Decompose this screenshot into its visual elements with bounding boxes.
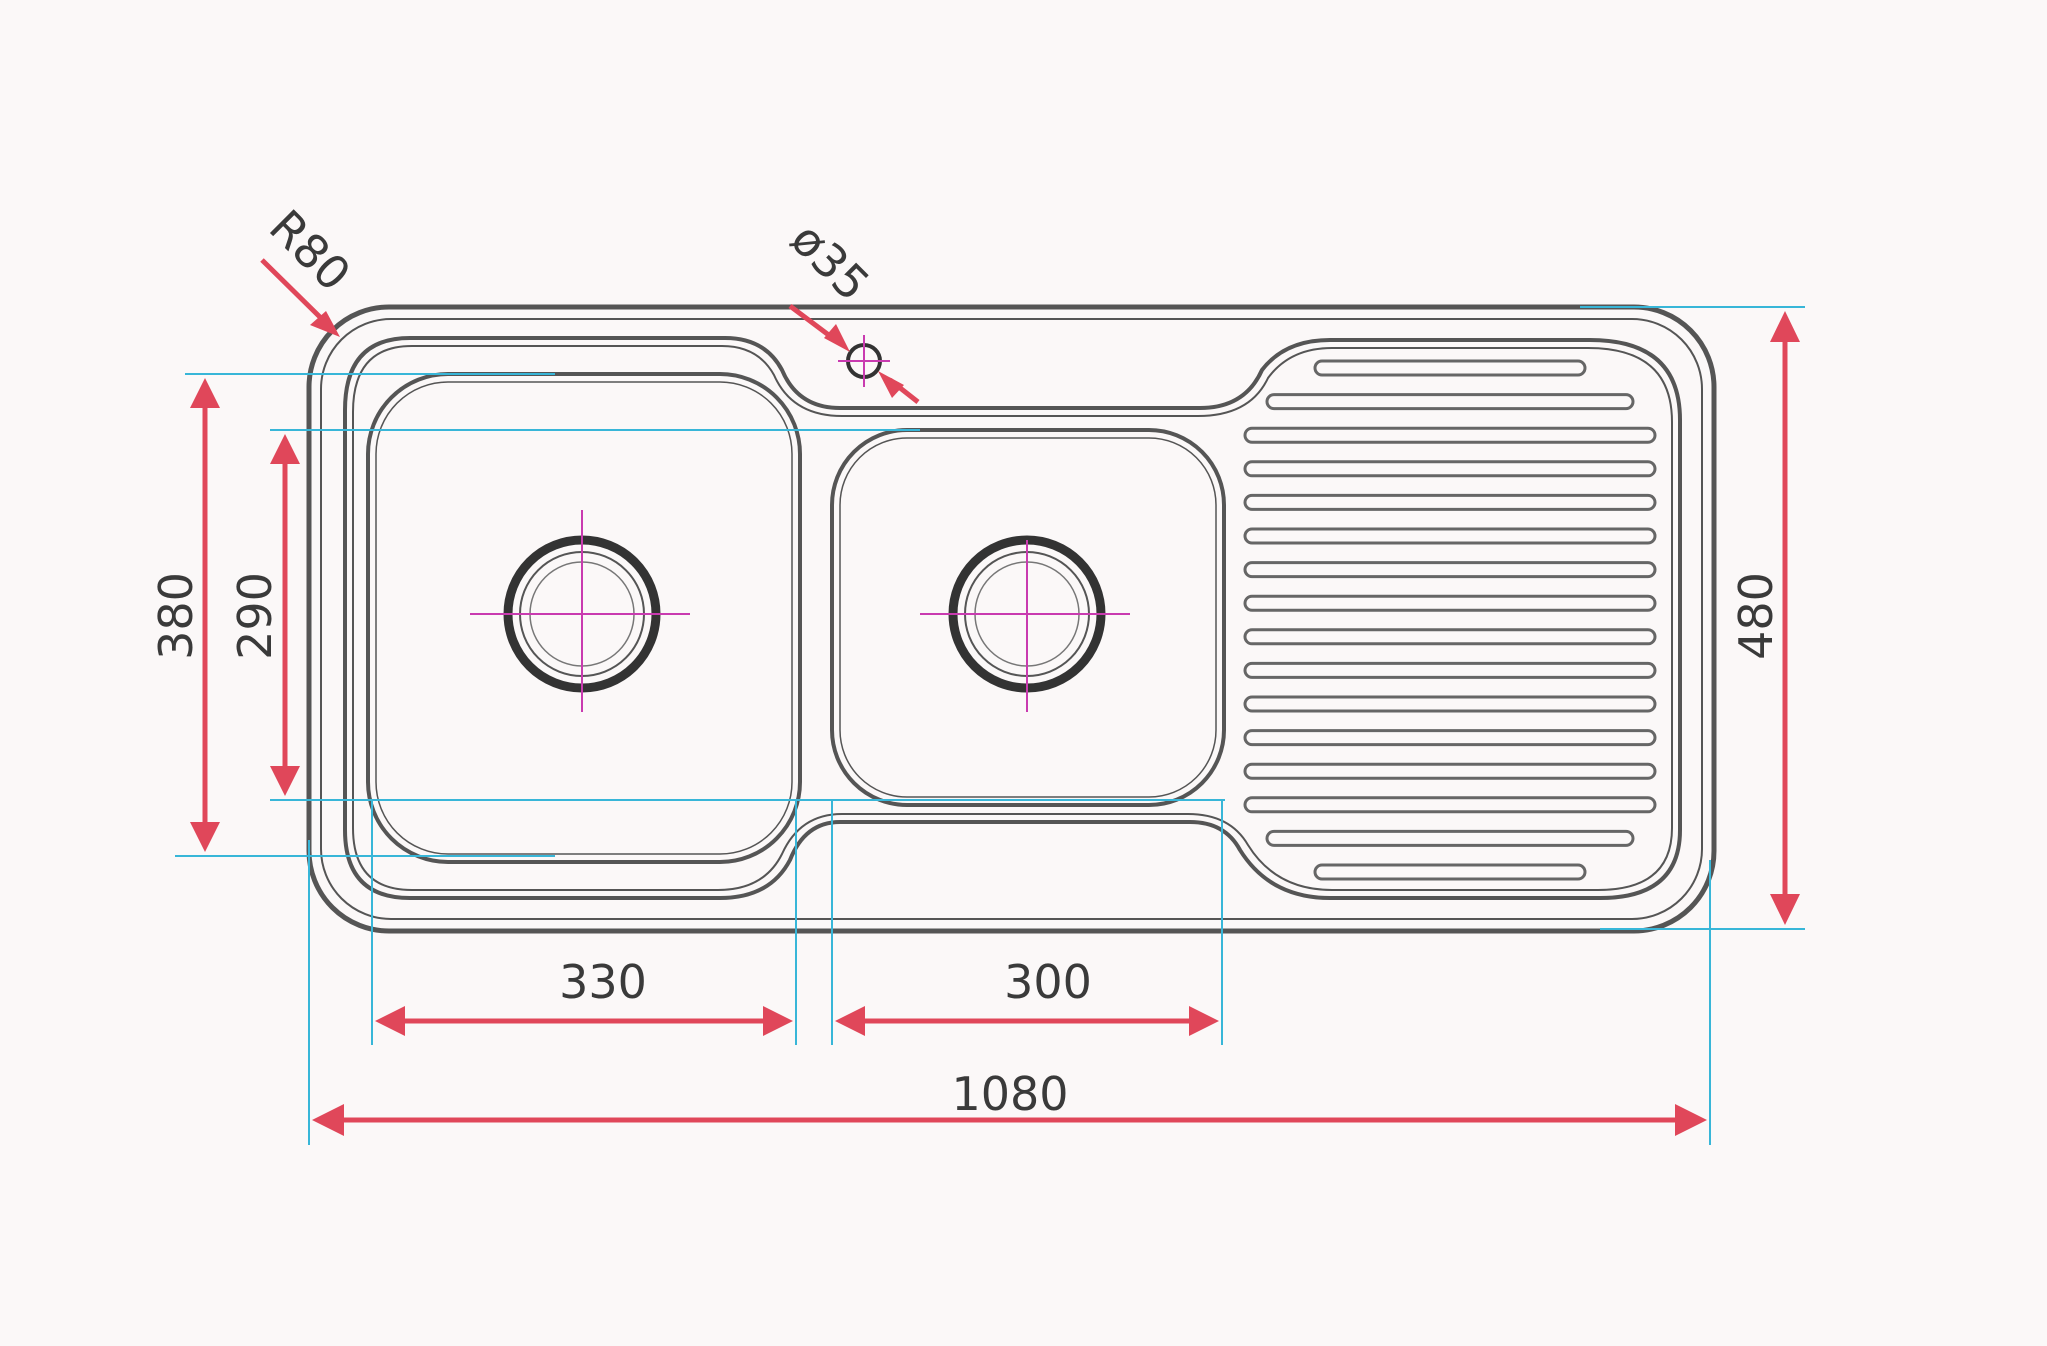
drainer-rib [1243, 493, 1657, 511]
sink-outer-rim [306, 304, 1717, 934]
sink-inner-rim [343, 336, 1682, 900]
label-tap-hole-diameter: ø35 [781, 212, 880, 311]
dim-330-arrow-left [375, 1006, 405, 1036]
right-bowl [830, 428, 1226, 807]
drainer-rib [1243, 426, 1657, 444]
dim-r80-arrow [310, 311, 340, 337]
dim-d35-arrow-top [824, 324, 850, 352]
tap-hole [838, 335, 890, 387]
dim-1080-arrow-left [312, 1104, 344, 1136]
label-r80: R80 [259, 199, 361, 301]
drainer-rib [1243, 460, 1657, 478]
dim-330-arrow-right [763, 1006, 793, 1036]
drainer-rib [1243, 762, 1657, 780]
extension-lines [175, 306, 1805, 1145]
label-1080: 1080 [951, 1067, 1068, 1121]
dimension-arrows [190, 258, 1800, 1136]
drainer-rib [1313, 863, 1587, 881]
label-330: 330 [559, 955, 647, 1009]
drainer-rib [1243, 527, 1657, 545]
drainer-rib [1265, 393, 1635, 411]
drainer-rib [1243, 729, 1657, 747]
drainer-rib [1243, 796, 1657, 814]
left-bowl [366, 372, 802, 864]
drainer-rib [1265, 829, 1635, 847]
label-480: 480 [1729, 572, 1783, 660]
drainer-ribs [1243, 359, 1657, 881]
dim-290-arrow-bottom [270, 766, 300, 796]
dim-d35-arrow-bottom [878, 371, 904, 398]
dim-300-arrow-right [1189, 1006, 1219, 1036]
label-380: 380 [149, 572, 203, 660]
drainer-rib [1313, 359, 1587, 377]
drainer-rib [1243, 661, 1657, 679]
drainer-rib [1243, 628, 1657, 646]
drainer-rib [1243, 561, 1657, 579]
dim-290-arrow-top [270, 434, 300, 464]
label-300: 300 [1004, 955, 1092, 1009]
dim-r80-leader [260, 258, 327, 324]
drainer-rib [1243, 695, 1657, 713]
dim-380-arrow-bottom [190, 822, 220, 852]
dim-480-arrow-bottom [1770, 894, 1800, 925]
drainer-rib [1243, 594, 1657, 612]
dim-1080-arrow-right [1675, 1104, 1707, 1136]
dim-480-arrow-top [1770, 311, 1800, 342]
dim-380-arrow-top [190, 378, 220, 408]
label-290: 290 [228, 572, 282, 660]
dim-300-arrow-left [835, 1006, 865, 1036]
waste-center-lines [470, 510, 1130, 712]
